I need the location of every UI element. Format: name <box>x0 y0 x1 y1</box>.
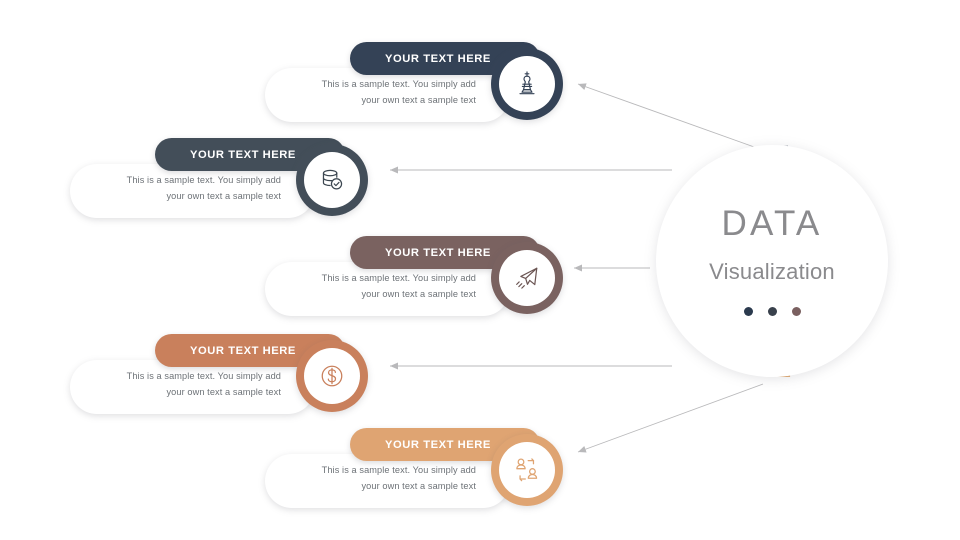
card-body-4: This is a sample text. You simply add yo… <box>70 360 315 414</box>
icon-ring-inner-4 <box>304 348 360 404</box>
hub-disc <box>656 145 888 377</box>
icon-ring-3[interactable] <box>491 242 563 314</box>
card-text-line1: This is a sample text. You simply add <box>126 371 281 381</box>
card-text-2: This is a sample text. You simply add yo… <box>99 173 281 204</box>
connector-line-5 <box>577 383 764 453</box>
hub-dot-1 <box>743 307 753 316</box>
icon-ring-inner-5 <box>499 442 555 498</box>
connector-line-1 <box>577 83 758 149</box>
card-body-2: This is a sample text. You simply add yo… <box>70 164 315 218</box>
card-text-3: This is a sample text. You simply add yo… <box>294 271 476 302</box>
paper-plane-icon <box>516 267 538 289</box>
icon-ring-2[interactable] <box>296 144 368 216</box>
chess-king-icon <box>519 71 535 95</box>
icon-ring-4[interactable] <box>296 340 368 412</box>
card-body-5: This is a sample text. You simply add yo… <box>265 454 510 508</box>
hub-dots <box>743 307 801 316</box>
hub-dot-2 <box>767 307 777 316</box>
icon-ring-1[interactable] <box>491 48 563 120</box>
card-title-3: YOUR TEXT HERE <box>385 246 491 259</box>
database-check-icon <box>322 169 343 190</box>
card-text-4: This is a sample text. You simply add yo… <box>99 369 281 400</box>
card-title-2: YOUR TEXT HERE <box>190 148 296 161</box>
card-title-5: YOUR TEXT HERE <box>385 438 491 451</box>
card-text-1: This is a sample text. You simply add yo… <box>294 77 476 108</box>
hub-label: DATA Visualization <box>656 145 888 377</box>
icon-ring-inner-3 <box>499 250 555 306</box>
center-hub[interactable]: DATA Visualization <box>648 141 888 381</box>
card-text-line2: your own text a sample text <box>361 94 476 105</box>
card-text-line1: This is a sample text. You simply add <box>321 79 476 89</box>
card-title-1: YOUR TEXT HERE <box>385 52 491 65</box>
card-text-line2: your own text a sample text <box>166 190 281 201</box>
card-text-line2: your own text a sample text <box>361 480 476 491</box>
card-text-5: This is a sample text. You simply add yo… <box>294 463 476 494</box>
dollar-coin-icon <box>321 365 343 387</box>
card-text-line1: This is a sample text. You simply add <box>321 273 476 283</box>
users-exchange-icon <box>516 458 538 482</box>
hub-dot-3 <box>791 307 801 316</box>
hub-subtitle: Visualization <box>709 259 835 284</box>
card-body-1: This is a sample text. You simply add yo… <box>265 68 510 122</box>
icon-ring-inner-1 <box>499 56 555 112</box>
card-body-3: This is a sample text. You simply add yo… <box>265 262 510 316</box>
icon-ring-5[interactable] <box>491 434 563 506</box>
card-text-line2: your own text a sample text <box>361 288 476 299</box>
icon-ring-inner-2 <box>304 152 360 208</box>
card-title-4: YOUR TEXT HERE <box>190 344 296 357</box>
card-text-line1: This is a sample text. You simply add <box>321 465 476 475</box>
card-text-line1: This is a sample text. You simply add <box>126 175 281 185</box>
card-text-line2: your own text a sample text <box>166 386 281 397</box>
hub-title: DATA <box>721 204 823 243</box>
